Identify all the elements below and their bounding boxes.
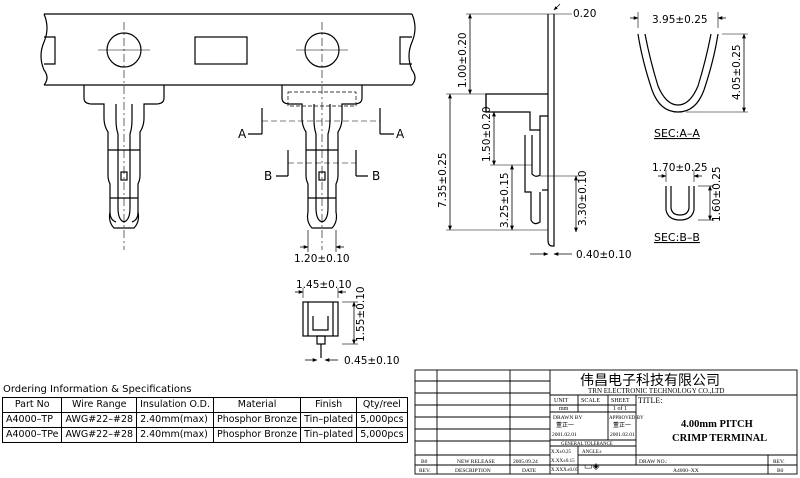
unit-label: UNIT <box>554 398 569 404</box>
cell-qty-reel: 5,000pcs <box>356 412 408 428</box>
tol-3: X.XXX±0.05 <box>551 468 579 473</box>
section-b-left-label: B <box>264 169 272 183</box>
table-row: A4000–TPe AWG#22–#28 2.40mm(max) Phospho… <box>1 427 408 443</box>
approved-date: 2001.02.01 <box>610 432 635 438</box>
cell-part-no: A4000–TPe <box>1 427 63 443</box>
sec-b-label: SEC:B–B <box>654 231 700 244</box>
company-en: TRN ELECTRONIC TECHNOLOGY CO.,LTD <box>588 387 724 395</box>
header-wire-range: Wire Range <box>61 397 138 413</box>
approved-by-label: APPROVED BY <box>609 416 644 421</box>
side-total-height-dim: 7.35±0.25 <box>437 152 449 208</box>
rev-desc: NEW RELEASE <box>457 459 496 465</box>
side-mid-dim: 1.50±0.20 <box>481 106 493 162</box>
angle-label: ANGLE± <box>582 450 602 455</box>
table-row: A4000–TP AWG#22–#28 2.40mm(max) Phosphor… <box>1 412 408 428</box>
sheet-value: 1 of 1 <box>613 405 627 412</box>
carrier-strip <box>40 13 416 250</box>
header-finish: Finish <box>300 397 358 413</box>
drawn-by-label: DRAWN BY <box>553 415 582 421</box>
small-height-dim: 1.55±0.10 <box>355 286 367 342</box>
header-insulation-od: Insulation O.D. <box>136 397 214 413</box>
rev-code: B0 <box>421 459 428 465</box>
title-label: TITLE: <box>638 396 662 405</box>
side-top-dim: 1.00±0.20 <box>457 32 469 88</box>
side-lower-dim: 3.25±0.15 <box>499 172 511 228</box>
rev-label: REV. <box>773 459 785 465</box>
terminal-front-left <box>83 85 165 229</box>
rev-value: B0 <box>777 468 784 474</box>
cell-material: Phosphor Bronze <box>212 427 302 443</box>
desc-col-header: DESCRIPTION <box>455 468 491 474</box>
title-block-text: 伟昌电子科技有限公司 TRN ELECTRONIC TECHNOLOGY CO.… <box>419 373 785 474</box>
sec-a-width-dim: 3.95±0.25 <box>652 14 708 26</box>
cell-wire-range: AWG#22–#28 <box>61 427 138 443</box>
cell-insulation-od: 2.40mm(max) <box>136 427 214 443</box>
section-a-left-label: A <box>238 127 247 141</box>
cell-finish: Tin–plated <box>300 412 358 428</box>
side-right-dim: 3.30±0.10 <box>577 170 589 226</box>
front-width-dim: 1.20±0.10 <box>294 253 350 265</box>
side-bottom-dim: 0.40±0.10 <box>576 249 632 261</box>
terminal-front-right <box>248 85 394 252</box>
cell-wire-range: AWG#22–#28 <box>61 412 138 428</box>
rev-col-header: REV. <box>419 468 431 474</box>
spec-table: Part No Wire Range Insulation O.D. Mater… <box>1 397 408 443</box>
cell-material: Phosphor Bronze <box>212 412 302 428</box>
draw-no: A4000–XX <box>673 468 699 474</box>
cell-finish: Tin–plated <box>300 427 358 443</box>
date-col-header: DATE <box>522 468 537 474</box>
small-detail-view <box>295 288 358 362</box>
header-material: Material <box>212 397 302 413</box>
cell-part-no: A4000–TP <box>1 412 63 428</box>
tol-2: X.XX±0.15 <box>551 459 575 464</box>
spec-table-title: Ordering Information & Specifications <box>3 384 192 395</box>
sec-b-width-dim: 1.70±0.25 <box>652 162 708 174</box>
section-a-a <box>630 12 748 113</box>
terminal-side-view <box>446 3 580 256</box>
projection-symbol: ▭◈ <box>584 461 600 471</box>
spec-header-row: Part No Wire Range Insulation O.D. Mater… <box>1 397 408 413</box>
title-block-frame <box>414 369 798 475</box>
company-cn: 伟昌电子科技有限公司 <box>580 373 720 389</box>
section-b-b <box>658 170 714 221</box>
title-line2: CRIMP TERMINAL <box>672 433 767 444</box>
draw-no-label: DRAW NO.: <box>639 459 668 465</box>
sec-a-height-dim: 4.05±0.25 <box>731 44 743 100</box>
small-width-dim: 1.45±0.10 <box>296 279 352 291</box>
tol-1: X.X±0.25 <box>551 450 571 455</box>
tolerance-label: GENERAL TOLERANCE <box>561 442 613 447</box>
title-line1: 4.00mm PITCH <box>681 419 753 430</box>
header-part-no: Part No <box>1 397 63 413</box>
small-bottom-dim: 0.45±0.10 <box>344 355 400 367</box>
cell-insulation-od: 2.40mm(max) <box>136 412 214 428</box>
sec-a-label: SEC:A–A <box>654 127 700 140</box>
approved-by-name: 董正一 <box>613 421 631 429</box>
strip-slot <box>194 36 248 65</box>
rev-date: 2005.09.24 <box>513 459 538 465</box>
drawn-date: 2001.02.01 <box>552 432 577 438</box>
unit-value: mm <box>559 406 569 412</box>
sec-b-height-dim: 1.60±0.25 <box>711 166 723 222</box>
cell-qty-reel: 5,000pcs <box>356 427 408 443</box>
section-a-right-label: A <box>396 127 405 141</box>
side-thickness-dim: 0.20 <box>573 8 596 20</box>
section-b-right-label: B <box>372 169 380 183</box>
header-qty-reel: Qty/reel <box>356 397 408 413</box>
scale-label: SCALE <box>581 398 600 404</box>
sheet-label: SHEET <box>611 398 630 404</box>
drawn-by-name: 董正一 <box>556 421 574 429</box>
